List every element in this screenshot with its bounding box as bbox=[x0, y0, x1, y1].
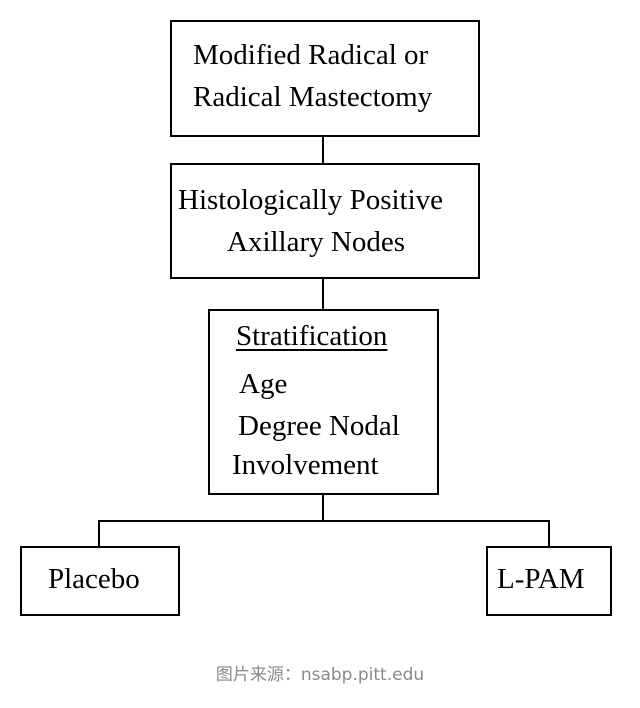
surgery-box-line1: Modified Radical or bbox=[193, 39, 429, 71]
stratification-item-involvement: Involvement bbox=[232, 449, 379, 481]
lpam-box bbox=[486, 546, 612, 616]
image-source-caption: 图片来源：nsabp.pitt.edu bbox=[215, 665, 425, 685]
connector-branch-left bbox=[98, 520, 100, 548]
connector-box3-branch bbox=[322, 494, 324, 522]
positive-nodes-line1: Histologically Positive bbox=[178, 186, 444, 215]
lpam-label: L-PAM bbox=[497, 563, 585, 595]
stratification-heading: Stratification bbox=[236, 320, 388, 352]
placebo-label: Placebo bbox=[48, 563, 140, 595]
connector-box2-box3 bbox=[322, 278, 324, 310]
stratification-box bbox=[208, 309, 439, 495]
connector-box1-box2 bbox=[322, 136, 324, 164]
positive-nodes-box bbox=[170, 163, 480, 279]
connector-branch-right bbox=[548, 520, 550, 548]
surgery-box-line2: Radical Mastectomy bbox=[193, 81, 433, 113]
positive-nodes-line2: Axillary Nodes bbox=[227, 226, 405, 258]
connector-branch-horizontal bbox=[98, 520, 550, 522]
placebo-box bbox=[20, 546, 180, 616]
stratification-item-age: Age bbox=[239, 368, 288, 400]
surgery-box bbox=[170, 20, 480, 137]
stratification-item-degree: Degree Nodal bbox=[238, 410, 400, 442]
